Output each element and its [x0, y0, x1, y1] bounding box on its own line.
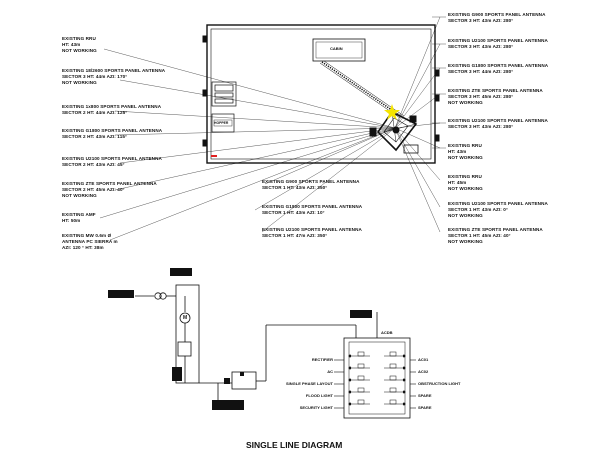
site-boundary: [202, 24, 440, 164]
leader-lines: [99, 16, 446, 241]
sld-tags: [108, 268, 372, 410]
circuit-left-2: AC: [327, 369, 333, 374]
highlight-marker: [384, 104, 400, 120]
diagram-title: SINGLE LINE DIAGRAM: [246, 440, 343, 450]
circuit-right-4: SPARE: [418, 393, 432, 398]
circuit-right-3: OBSTRUCTION LIGHT: [418, 381, 461, 386]
equipment-boxes: [211, 81, 237, 133]
acdb-switches: [334, 351, 416, 409]
circuit-left-5: SECURITY LIGHT: [299, 405, 333, 410]
red-marker: [211, 155, 217, 157]
cabin-label: CABIN: [330, 46, 343, 51]
meter-label: M: [183, 315, 188, 321]
cable-tray: [319, 60, 405, 119]
tower: [369, 110, 419, 154]
circuit-right-2: AC02: [418, 369, 429, 374]
circuit-right-5: SPARE: [418, 405, 432, 410]
hopper-label: HOPPER: [214, 121, 229, 125]
circuit-left-1: RECTIFIER: [311, 357, 333, 362]
circuit-left-3: SINGLE PHASE LAYOUT: [286, 381, 333, 386]
cabin: [312, 38, 366, 62]
circuit-left-4: FLOOD LIGHT: [305, 393, 333, 398]
acdb-label: ACDB: [381, 330, 393, 335]
sld-wiring: [135, 284, 411, 419]
circuit-right-1: AC01: [418, 357, 429, 362]
